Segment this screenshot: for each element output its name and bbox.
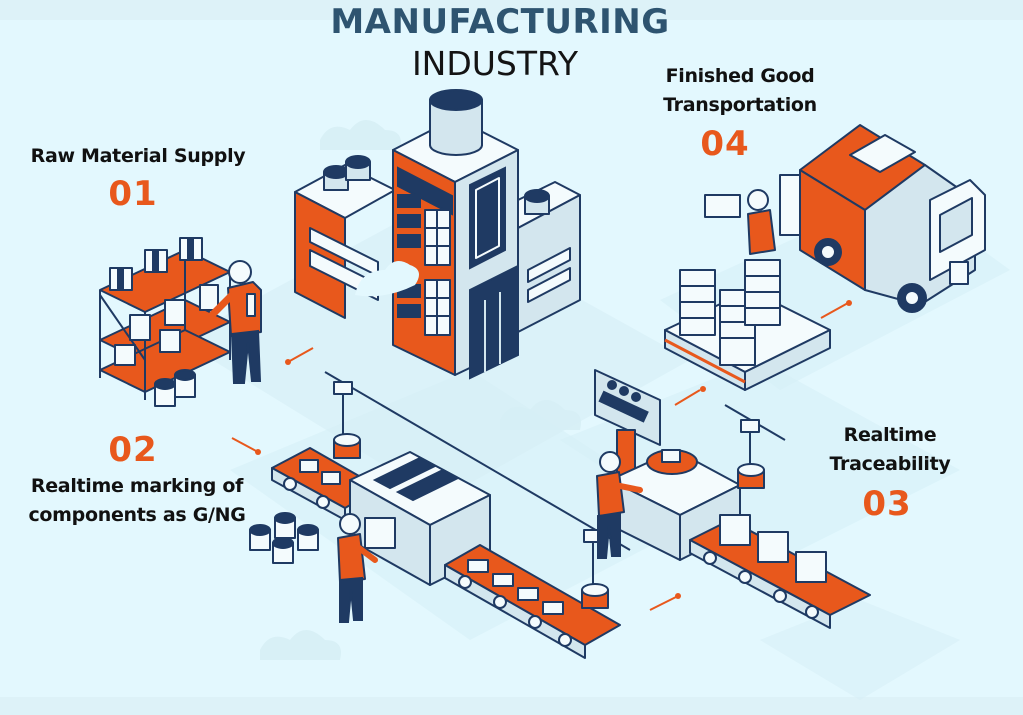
top-band — [0, 0, 1023, 20]
step-03-number: 03 — [862, 484, 912, 524]
step-01-label: Raw Material Supply — [18, 142, 258, 171]
delivery-truck-pallets — [664, 124, 986, 391]
step-03-label: Realtime Traceability — [810, 421, 970, 479]
step-01-number: 01 — [108, 174, 158, 214]
step-02-label-line-2: components as G/NG — [28, 504, 246, 526]
step-01-label-line: Raw Material Supply — [30, 145, 246, 167]
page-title: MANUFACTURING — [330, 2, 670, 42]
page-subtitle: INDUSTRY — [411, 44, 579, 83]
factory-building — [294, 89, 581, 380]
connectors — [231, 300, 852, 611]
step-04-label-line-1: Finished Good — [665, 65, 815, 87]
step-04-label: Finished Good Transportation — [640, 62, 840, 120]
bottom-band — [0, 697, 1023, 715]
step-04-label-line-2: Transportation — [663, 94, 817, 116]
step-02-label-line-1: Realtime marking of — [30, 475, 244, 497]
step-03-label-line-2: Traceability — [829, 453, 951, 475]
step-03-label-line-1: Realtime — [843, 424, 937, 446]
step-02-number: 02 — [108, 430, 158, 470]
conveyor-line-marking — [249, 381, 621, 659]
step-04-number: 04 — [700, 124, 750, 164]
traceability-station — [594, 369, 871, 629]
step-02-label: Realtime marking of components as G/NG — [12, 472, 262, 530]
storage-rack-worker — [99, 237, 262, 407]
